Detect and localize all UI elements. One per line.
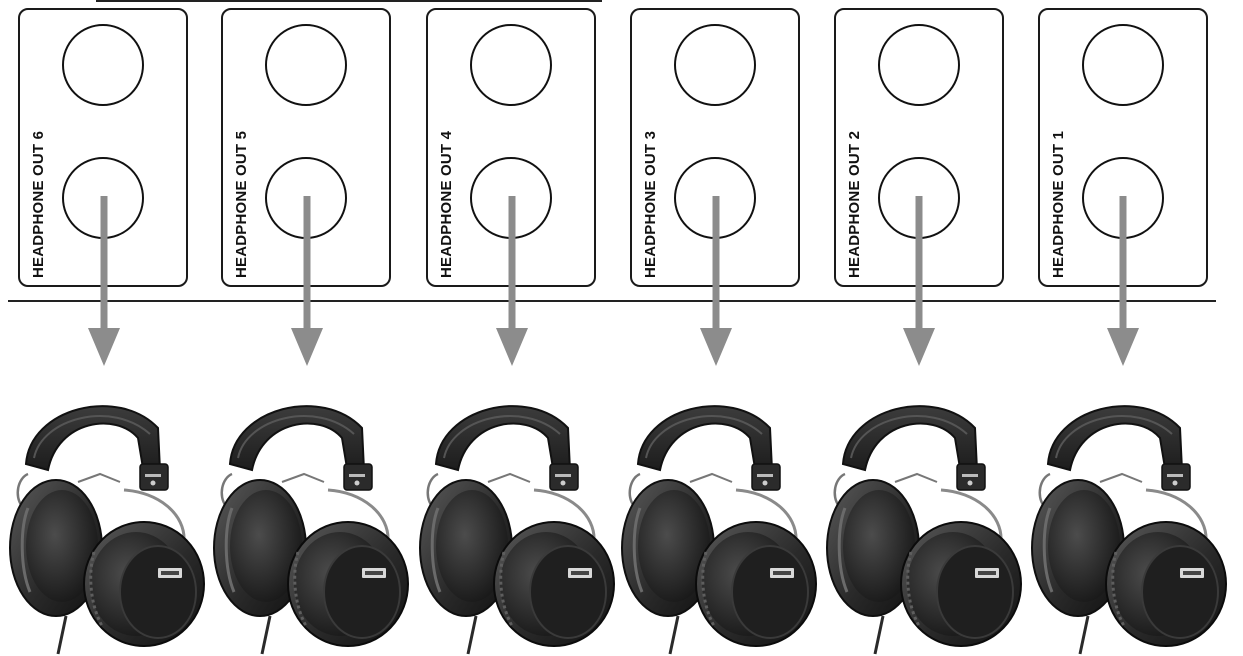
- headphones-row: [8, 404, 1228, 656]
- headphones-image: [620, 404, 818, 656]
- headphones-image: [212, 404, 410, 656]
- headphones-image: [1030, 404, 1228, 656]
- signal-arrow: [903, 196, 935, 366]
- signal-arrow: [700, 196, 732, 366]
- headphones-image: [825, 404, 1023, 656]
- output-panel-1: HEADPHONE OUT 1: [1038, 8, 1208, 287]
- volume-knob: [62, 24, 144, 106]
- signal-arrow: [496, 196, 528, 366]
- arrow-head: [88, 328, 120, 366]
- signal-arrow: [291, 196, 323, 366]
- signal-arrow: [88, 196, 120, 366]
- signal-arrow: [1107, 196, 1139, 366]
- arrow-head: [496, 328, 528, 366]
- top-edge-line: [96, 0, 602, 2]
- output-panel-5: HEADPHONE OUT 5: [221, 8, 391, 287]
- arrow-head: [903, 328, 935, 366]
- volume-knob: [674, 24, 756, 106]
- volume-knob: [470, 24, 552, 106]
- headphones-image: [418, 404, 616, 656]
- volume-knob: [265, 24, 347, 106]
- divider-line: [8, 300, 1216, 302]
- arrow-head: [291, 328, 323, 366]
- headphones-image: [8, 404, 206, 656]
- signal-arrows: [88, 196, 1139, 366]
- volume-knob: [878, 24, 960, 106]
- arrow-head: [1107, 328, 1139, 366]
- volume-knob: [1082, 24, 1164, 106]
- arrow-head: [700, 328, 732, 366]
